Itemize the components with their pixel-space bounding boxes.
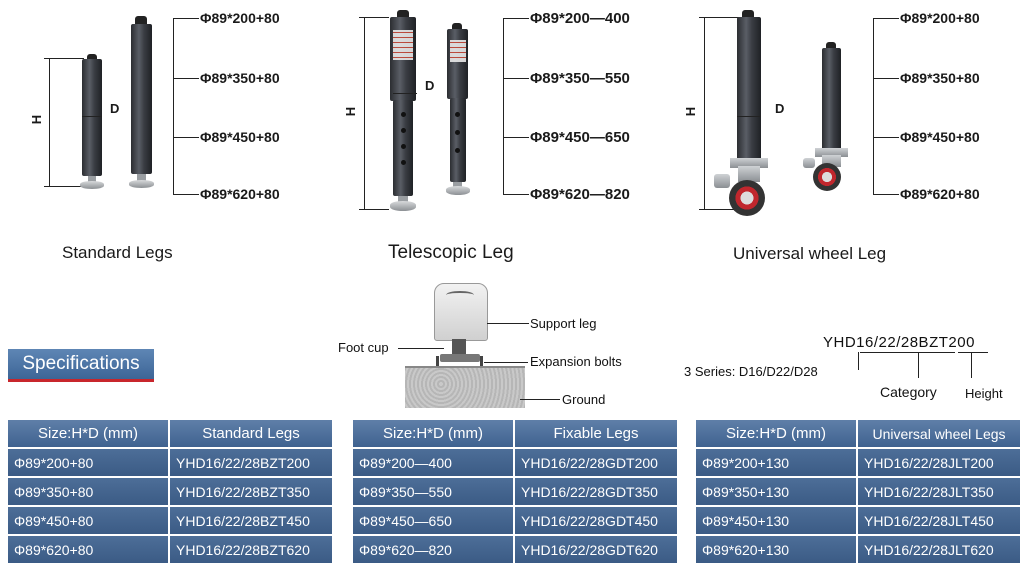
table-cell: Φ89*620+130 [696, 536, 856, 563]
ground-label: Ground [562, 392, 606, 407]
standard-size-1: Φ89*200+80 [200, 10, 280, 26]
series-label: 3 Series: D16/D22/D28 [684, 364, 818, 379]
table-cell: Φ89*450—650 [353, 507, 513, 534]
table-cell: YHD16/22/28JLT350 [858, 478, 1020, 505]
table-header: Size:H*D (mm) [353, 420, 513, 447]
diameter-label-3: D [775, 101, 785, 116]
table-cell: Φ89*200—400 [353, 449, 513, 476]
foot-cup-label: Foot cup [338, 340, 389, 355]
table-cell: Φ89*620+80 [8, 536, 168, 563]
wheel-leg-caption: Universal wheel Leg [733, 244, 887, 263]
table-cell: Φ89*350—550 [353, 478, 513, 505]
product-code: YHD16/22/28BZT200 [823, 334, 975, 351]
category-label: Category [880, 384, 937, 400]
standard-size-4: Φ89*620+80 [200, 186, 280, 202]
height-label-3: H [683, 106, 699, 117]
height-label: H [29, 114, 45, 125]
table-cell: YHD16/22/28GDT200 [515, 449, 677, 476]
table-cell: Φ89*350+130 [696, 478, 856, 505]
standard-size-3: Φ89*450+80 [200, 129, 280, 145]
height-label-2: H [343, 106, 359, 117]
table-header: Size:H*D (mm) [696, 420, 856, 447]
table-header: Fixable Legs [515, 420, 677, 447]
telescopic-size-1: Φ89*200—400 [530, 10, 630, 27]
table-header: Standard Legs [170, 420, 332, 447]
table-cell: YHD16/22/28GDT620 [515, 536, 677, 563]
table-header: Size:H*D (mm) [8, 420, 168, 447]
table-header: Universal wheel Legs [858, 420, 1020, 447]
standard-size-2: Φ89*350+80 [200, 70, 280, 86]
wheel-size-4: Φ89*620+80 [900, 186, 980, 202]
universal-wheel-legs-table: Size:H*D (mm) Universal wheel Legs Φ89*2… [694, 418, 1022, 565]
table-cell: Φ89*450+80 [8, 507, 168, 534]
telescopic-size-2: Φ89*350—550 [530, 70, 630, 87]
table-cell: YHD16/22/28BZT450 [170, 507, 332, 534]
expansion-bolts-label: Expansion bolts [530, 354, 622, 369]
table-cell: Φ89*200+80 [8, 449, 168, 476]
table-cell: YHD16/22/28GDT350 [515, 478, 677, 505]
table-cell: YHD16/22/28JLT620 [858, 536, 1020, 563]
table-cell: Φ89*350+80 [8, 478, 168, 505]
table-cell: YHD16/22/28JLT450 [858, 507, 1020, 534]
wheel-size-2: Φ89*350+80 [900, 70, 980, 86]
telescopic-size-4: Φ89*620—820 [530, 186, 630, 203]
table-cell: Φ89*200+130 [696, 449, 856, 476]
table-cell: YHD16/22/28BZT350 [170, 478, 332, 505]
height-code-label: Height [965, 386, 1003, 401]
table-cell: Φ89*450+130 [696, 507, 856, 534]
table-cell: YHD16/22/28BZT200 [170, 449, 332, 476]
telescopic-leg-caption: Telescopic Leg [388, 242, 514, 263]
table-cell: Φ89*620—820 [353, 536, 513, 563]
telescopic-size-3: Φ89*450—650 [530, 129, 630, 146]
table-cell: YHD16/22/28BZT620 [170, 536, 332, 563]
specifications-heading: Specifications [8, 349, 154, 382]
table-cell: YHD16/22/28JLT200 [858, 449, 1020, 476]
diameter-label-2: D [425, 78, 435, 93]
diameter-label: D [110, 101, 120, 116]
wheel-size-3: Φ89*450+80 [900, 129, 980, 145]
standard-legs-caption: Standard Legs [62, 243, 173, 262]
table-cell: YHD16/22/28GDT450 [515, 507, 677, 534]
wheel-size-1: Φ89*200+80 [900, 10, 980, 26]
support-leg-label: Support leg [530, 316, 597, 331]
